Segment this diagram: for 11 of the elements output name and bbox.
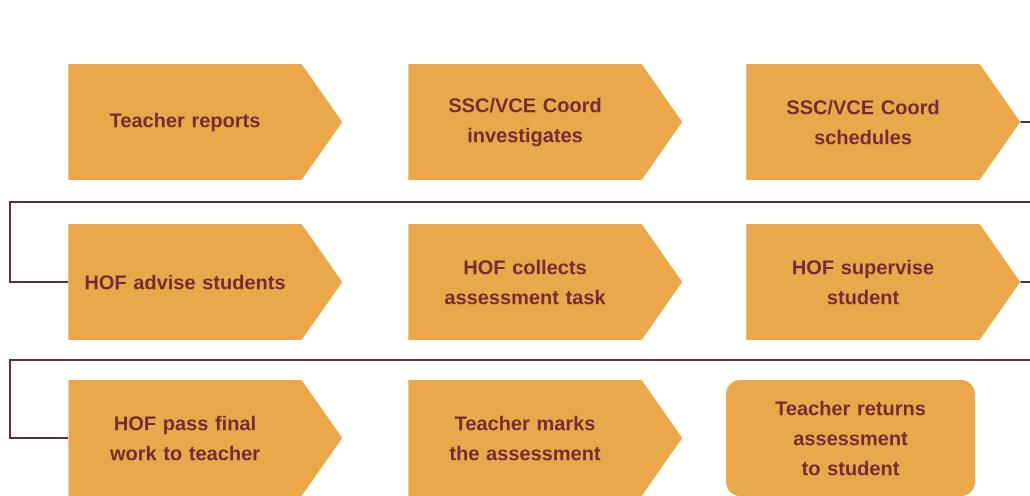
chevron-box: Teacher reports xyxy=(68,64,343,180)
chevron-box: SSC/VCE Coord schedules xyxy=(746,64,1021,180)
chevron-box: SSC/VCE Coord investigates xyxy=(408,64,683,180)
chevron-box: Teacher marks the assessment xyxy=(408,380,683,496)
connector-line xyxy=(9,121,1030,283)
chevron-box: HOF supervise student xyxy=(746,224,1021,340)
chevron-box: HOF advise students xyxy=(68,224,343,340)
process-box: Teacher returns assessment to student xyxy=(726,380,975,496)
chevron-box: HOF pass final work to teacher xyxy=(68,380,343,496)
connector-line xyxy=(9,281,1030,439)
chevron-box: HOF collects assessment task xyxy=(408,224,683,340)
